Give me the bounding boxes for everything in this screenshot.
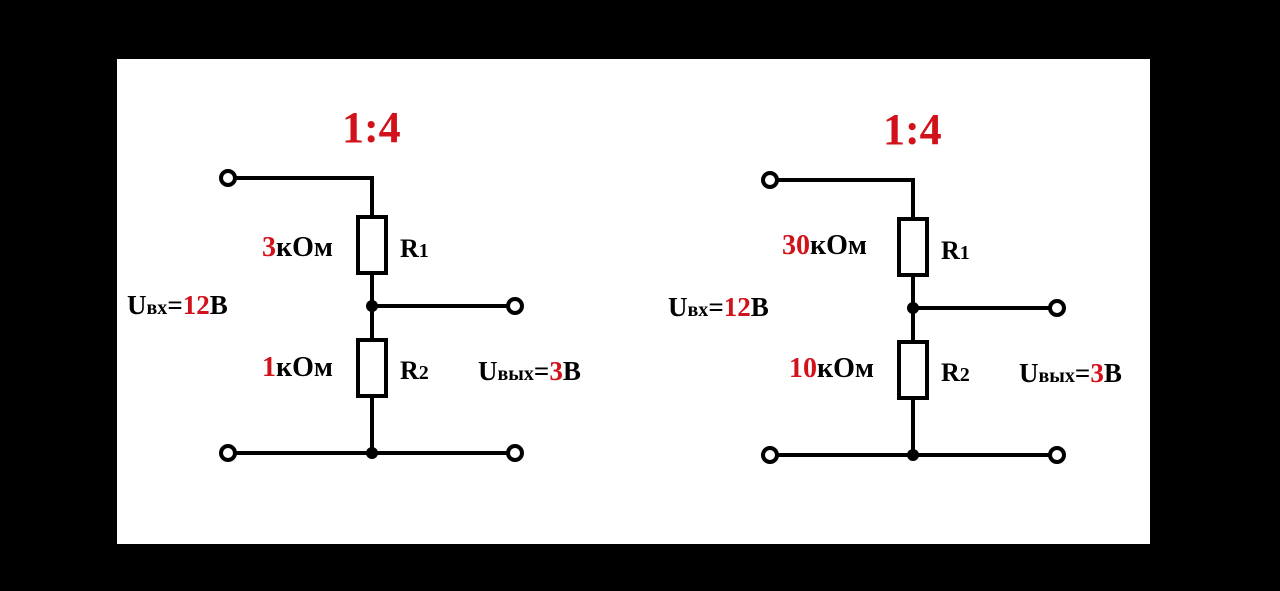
output-voltage-symbol: U (1019, 358, 1039, 388)
output-voltage-subscript: вых (497, 363, 534, 385)
input-terminal-top (761, 171, 779, 189)
output-voltage-label: Uвых=3В (1019, 360, 1122, 387)
r1-value-label: 30кОм (782, 232, 867, 260)
r1-value: 30 (782, 230, 810, 261)
output-voltage-subscript: вых (1038, 365, 1075, 387)
r2-value: 10 (789, 353, 817, 384)
output-voltage-eq: = (1074, 358, 1091, 388)
output-voltage-value: 3 (549, 356, 563, 386)
input-top-wire (233, 176, 374, 219)
input-voltage-unit: В (209, 290, 228, 320)
r2-value: 1 (262, 352, 276, 383)
input-voltage-symbol: U (668, 292, 688, 322)
r2-unit: кОм (276, 352, 333, 383)
r2-index: 2 (418, 362, 429, 384)
r2-name: R (941, 358, 960, 387)
resistor-r2 (356, 338, 388, 398)
r1-unit: кОм (810, 230, 867, 261)
output-terminal (1048, 299, 1066, 317)
input-voltage-symbol: U (127, 290, 147, 320)
r2-unit: кОм (817, 353, 874, 384)
r1-name: R (941, 236, 960, 265)
junction-node-bottom (907, 449, 919, 461)
r2-value-label: 10кОм (789, 355, 874, 383)
junction-node-bottom (366, 447, 378, 459)
output-voltage-unit: В (562, 356, 581, 386)
r2-name-label: R2 (400, 358, 429, 384)
input-terminal-bottom (219, 444, 237, 462)
r1-name-label: R1 (941, 238, 970, 264)
input-voltage-eq: = (708, 292, 724, 322)
resistor-r2 (897, 340, 929, 400)
r2-name: R (400, 356, 419, 385)
output-terminal-bottom (506, 444, 524, 462)
input-voltage-subscript: вх (687, 299, 709, 321)
r1-value: 3 (262, 232, 276, 263)
input-terminal-bottom (761, 446, 779, 464)
ratio-label: 1:4 (883, 105, 942, 154)
input-voltage-value: 12 (723, 292, 751, 322)
output-voltage-unit: В (1103, 358, 1122, 388)
junction-node-middle (907, 302, 919, 314)
input-voltage-label: Uвх=12В (127, 292, 228, 319)
input-voltage-value: 12 (182, 290, 210, 320)
r1-value-label: 3кОм (262, 234, 333, 262)
r1-name: R (400, 234, 419, 263)
input-voltage-unit: В (750, 292, 769, 322)
input-voltage-eq: = (167, 290, 183, 320)
ratio-label: 1:4 (342, 103, 401, 152)
r2-name-label: R2 (941, 360, 970, 386)
input-terminal-top (219, 169, 237, 187)
output-terminal-bottom (1048, 446, 1066, 464)
output-voltage-label: Uвых=3В (478, 358, 581, 385)
r1-unit: кОм (276, 232, 333, 263)
input-voltage-subscript: вх (146, 297, 168, 319)
input-voltage-label: Uвх=12В (668, 294, 769, 321)
output-voltage-symbol: U (478, 356, 498, 386)
resistor-r1 (356, 215, 388, 275)
r1-name-label: R1 (400, 236, 429, 262)
r1-index: 1 (959, 242, 970, 264)
input-top-wire (775, 178, 915, 221)
r2-value-label: 1кОм (262, 354, 333, 382)
output-terminal (506, 297, 524, 315)
output-voltage-value: 3 (1090, 358, 1104, 388)
junction-node-middle (366, 300, 378, 312)
r2-index: 2 (959, 364, 970, 386)
diagram-panel (117, 59, 1150, 544)
resistor-r1 (897, 217, 929, 277)
r1-index: 1 (418, 240, 429, 262)
output-voltage-eq: = (533, 356, 550, 386)
